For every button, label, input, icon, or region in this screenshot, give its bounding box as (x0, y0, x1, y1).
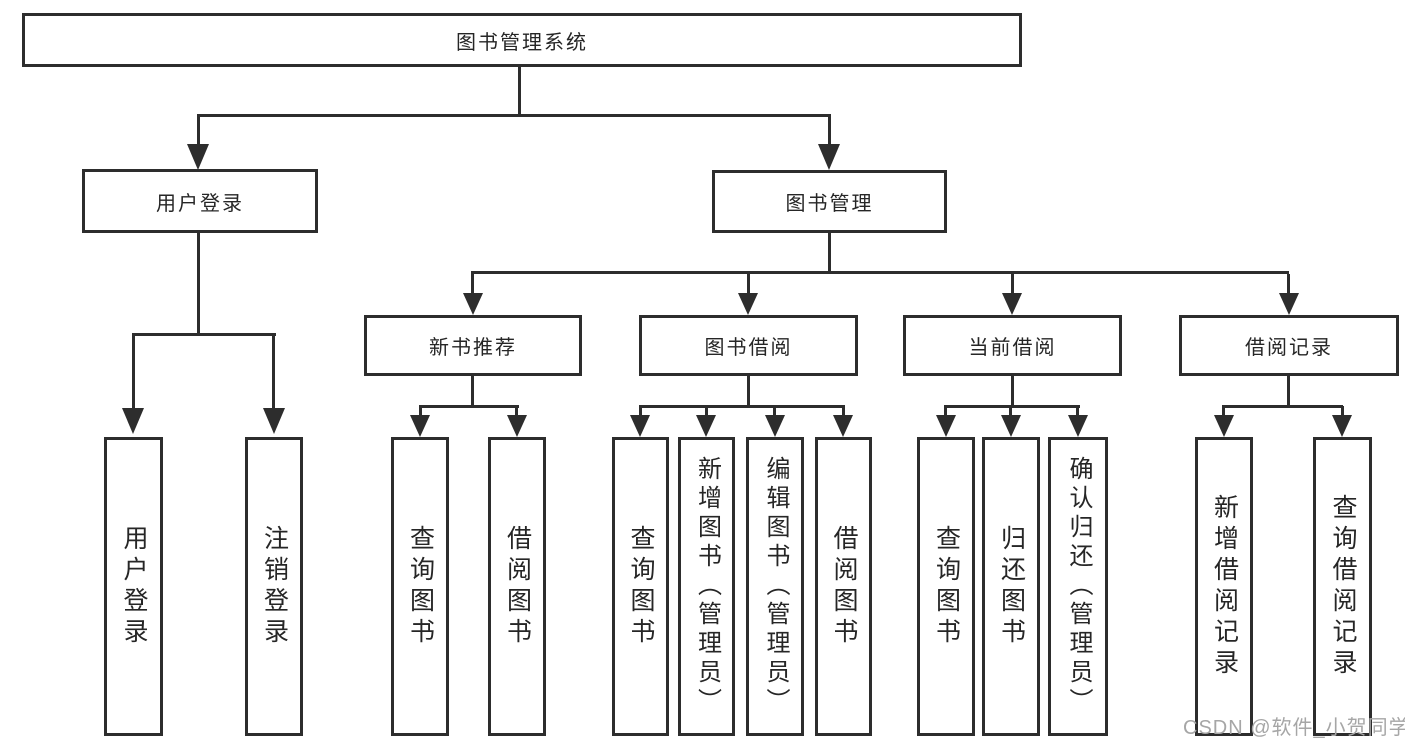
leaf-borrow-books-recommend-label: 借阅图书 (503, 524, 532, 649)
connector-book-mgmt-shaft (828, 116, 831, 146)
arrow-to-borrow-icon (738, 293, 758, 315)
connector-root-crossbar (197, 114, 831, 117)
leaf-query-borrow-record: 查询借阅记录 (1313, 437, 1372, 736)
arrow-to-record-icon (1279, 293, 1299, 315)
leaf-user-login-label: 用户登录 (120, 524, 148, 649)
leaf-return-books-label: 归还图书 (997, 524, 1026, 649)
connector-borrow-leaf3-shaft (773, 406, 776, 416)
arrow-newbook-leaf2-icon (507, 415, 527, 437)
leaf-query-books-current: 查询图书 (917, 437, 975, 736)
connector-borrow-leaf2-shaft (705, 406, 708, 416)
csdn-watermark: CSDN @软件_小贺同学 (1183, 717, 1405, 739)
connector-borrow-crossbar (639, 405, 845, 408)
leaf-logout-label: 注销登录 (260, 524, 289, 649)
connector-newbook-shaft (471, 274, 474, 294)
arrow-to-newbook-icon (463, 293, 483, 315)
node-user-login: 用户登录 (82, 169, 318, 233)
arrow-current-leaf1-icon (936, 415, 956, 437)
arrow-record-leaf1-icon (1214, 415, 1234, 437)
arrow-to-login-leaf2-icon (263, 408, 285, 434)
connector-login-stem (197, 233, 200, 335)
connector-newbook-leaf2-shaft (515, 406, 518, 416)
node-current-borrowing: 当前借阅 (903, 315, 1122, 376)
leaf-query-books-recommend-label: 查询图书 (406, 524, 435, 649)
connector-newbook-stem (471, 376, 474, 407)
arrow-record-leaf2-icon (1332, 415, 1352, 437)
leaf-query-books-current-label: 查询图书 (932, 524, 961, 649)
node-user-login-label: 用户登录 (156, 192, 244, 215)
connector-record-shaft (1287, 274, 1290, 294)
leaf-edit-books-admin: 编辑图书（管理员） (746, 437, 804, 736)
connector-mgmt-stem (828, 233, 831, 274)
leaf-return-books: 归还图书 (982, 437, 1040, 736)
arrow-newbook-leaf1-icon (410, 415, 430, 437)
arrow-to-login-leaf1-icon (122, 408, 144, 434)
node-new-book-recommend-label: 新书推荐 (429, 337, 517, 359)
arrow-borrow-leaf2-icon (696, 415, 716, 437)
connector-current-leaf1-shaft (944, 406, 947, 416)
connector-record-stem (1287, 376, 1290, 407)
node-book-borrowing: 图书借阅 (639, 315, 858, 376)
arrow-to-user-login-icon (187, 144, 209, 170)
arrow-to-book-mgmt-icon (818, 144, 840, 170)
leaf-edit-books-admin-label: 编辑图书（管理员） (762, 456, 789, 717)
leaf-add-borrow-record-label: 新增借阅记录 (1210, 493, 1239, 680)
connector-borrow-leaf4-shaft (842, 406, 845, 416)
arrow-borrow-leaf1-icon (630, 415, 650, 437)
leaf-query-books-borrowing-label: 查询图书 (627, 524, 655, 649)
connector-record-leaf1-shaft (1222, 406, 1225, 416)
arrow-borrow-leaf4-icon (833, 415, 853, 437)
leaf-add-books-admin: 新增图书（管理员） (678, 437, 735, 736)
node-book-management: 图书管理 (712, 170, 947, 233)
leaf-add-borrow-record: 新增借阅记录 (1195, 437, 1253, 736)
node-book-management-label: 图书管理 (785, 193, 874, 215)
leaf-borrow-books-borrowing: 借阅图书 (815, 437, 872, 736)
connector-mgmt-crossbar (471, 271, 1289, 274)
leaf-confirm-return-admin: 确认归还（管理员） (1048, 437, 1108, 736)
connector-borrow-shaft (747, 274, 750, 294)
connector-current-stem (1011, 376, 1014, 407)
leaf-borrow-books-recommend: 借阅图书 (488, 437, 546, 736)
arrow-to-current-icon (1002, 293, 1022, 315)
node-library-system-label: 图书管理系统 (456, 31, 588, 54)
leaf-user-login: 用户登录 (104, 437, 163, 736)
arrow-current-leaf3-icon (1068, 415, 1088, 437)
connector-newbook-leaf1-shaft (419, 406, 422, 416)
connector-current-shaft (1011, 274, 1014, 294)
connector-login-crossbar (132, 333, 276, 336)
connector-record-leaf2-shaft (1341, 406, 1344, 416)
leaf-confirm-return-admin-label: 确认归还（管理员） (1065, 456, 1092, 717)
connector-current-leaf2-shaft (1009, 406, 1012, 416)
arrow-current-leaf2-icon (1001, 415, 1021, 437)
arrow-borrow-leaf3-icon (765, 415, 785, 437)
leaf-query-borrow-record-label: 查询借阅记录 (1329, 493, 1357, 680)
leaf-borrow-books-borrowing-label: 借阅图书 (830, 524, 858, 649)
node-borrowing-records: 借阅记录 (1179, 315, 1399, 376)
connector-user-login-shaft (197, 116, 200, 146)
connector-current-crossbar (944, 405, 1080, 408)
node-new-book-recommend: 新书推荐 (364, 315, 582, 376)
leaf-logout: 注销登录 (245, 437, 303, 736)
connector-login-leaf1-shaft (132, 335, 135, 409)
leaf-query-books-borrowing: 查询图书 (612, 437, 669, 736)
node-current-borrowing-label: 当前借阅 (968, 337, 1057, 359)
node-book-borrowing-label: 图书借阅 (704, 337, 793, 359)
connector-record-crossbar (1222, 405, 1343, 408)
connector-root-stem (518, 66, 521, 116)
leaf-query-books-recommend: 查询图书 (391, 437, 449, 736)
node-library-system: 图书管理系统 (22, 13, 1022, 67)
connector-login-leaf2-shaft (272, 335, 275, 409)
connector-borrow-stem (747, 376, 750, 407)
connector-newbook-crossbar (419, 405, 519, 408)
node-borrowing-records-label: 借阅记录 (1245, 337, 1333, 359)
leaf-add-books-admin-label: 新增图书（管理员） (693, 456, 721, 717)
connector-borrow-leaf1-shaft (639, 406, 642, 416)
connector-current-leaf3-shaft (1076, 406, 1079, 416)
